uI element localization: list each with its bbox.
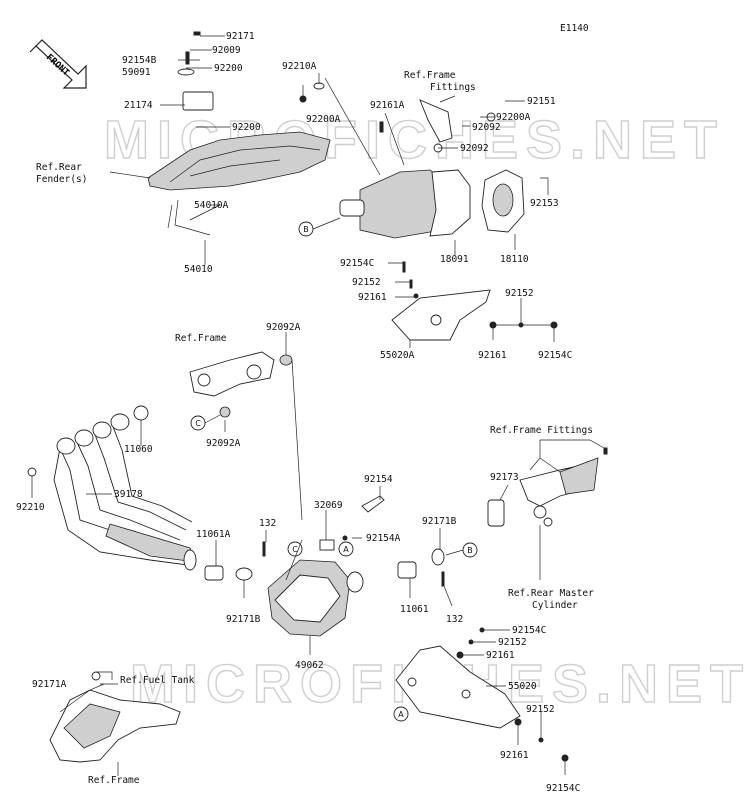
label-11060: 11060: [124, 444, 153, 455]
label-92171: 92171: [226, 31, 255, 42]
label-21174: 21174: [124, 100, 153, 111]
bracket-21174: [182, 91, 214, 111]
label-92154C-mid: 92154C: [538, 350, 572, 361]
label-92152-bottom: 92152: [498, 637, 527, 648]
label-92154C-bottom2: 92154C: [546, 783, 580, 794]
svg-text:A: A: [343, 545, 349, 554]
gasket-11061: [397, 561, 417, 579]
callout-C-low: [287, 541, 303, 557]
front-direction-arrow: FRONT: [29, 39, 87, 89]
label-ref-frame-bottom: Ref.Frame: [88, 775, 140, 786]
label-92154C-top: 92154C: [340, 258, 374, 269]
label-55020A: 55020A: [380, 350, 415, 361]
label-ref-rear-master-2: Cylinder: [532, 600, 578, 611]
label-92092A-top: 92092A: [266, 322, 301, 333]
label-18091: 18091: [440, 254, 469, 265]
rear-fender-assembly: [147, 31, 331, 236]
label-ref-rear-master-1: Ref.Rear Master: [508, 588, 594, 599]
exhaust-header-39178: [27, 405, 197, 571]
label-132-right: 132: [446, 614, 463, 625]
svg-text:C: C: [292, 545, 298, 554]
callout-A-bottom: [393, 706, 409, 722]
label-92154B: 92154B: [122, 55, 157, 66]
svg-text:A: A: [398, 710, 404, 719]
label-59091: 59091: [122, 67, 151, 78]
label-92171B-left: 92171B: [226, 614, 261, 625]
label-92200-mid: 92200: [232, 122, 261, 133]
label-92200A-right: 92200A: [496, 112, 531, 123]
muffler-cover-18091: [429, 169, 471, 237]
label-92210A: 92210A: [282, 61, 317, 72]
diagram-code: E1140: [560, 23, 589, 34]
nut-92210: [27, 467, 37, 477]
callout-A-low: [338, 541, 354, 557]
label-92153: 92153: [530, 198, 559, 209]
label-54010: 54010: [184, 264, 213, 275]
label-32069: 32069: [314, 500, 343, 511]
label-92161-top: 92161: [358, 292, 387, 303]
label-92161-mid: 92161: [478, 350, 507, 361]
label-92092A-bottom: 92092A: [206, 438, 241, 449]
label-55020: 55020: [508, 681, 537, 692]
label-18110: 18110: [500, 254, 529, 265]
label-ref-fuel-tank: Ref.Fuel Tank: [120, 675, 195, 686]
gasket-11061A: [204, 565, 224, 581]
label-92161-bottom: 92161: [486, 650, 515, 661]
label-11061A: 11061A: [196, 529, 231, 540]
label-132-left: 132: [259, 518, 276, 529]
svg-text:B: B: [467, 546, 473, 555]
label-92154A: 92154A: [366, 533, 401, 544]
label-92171B-right: 92171B: [422, 516, 457, 527]
label-92200A-left: 92200A: [306, 114, 341, 125]
master-cylinder-bracket: [487, 447, 608, 527]
label-92161A: 92161A: [370, 100, 405, 111]
label-92173: 92173: [490, 472, 519, 483]
pre-chamber-49062: [204, 495, 445, 637]
label-39178: 39178: [114, 489, 143, 500]
label-92151: 92151: [527, 96, 556, 107]
label-92152-right: 92152: [505, 288, 534, 299]
gasket-11060: [133, 405, 149, 421]
label-92210: 92210: [16, 502, 45, 513]
label-92009: 92009: [212, 45, 241, 56]
svg-text:B: B: [303, 225, 309, 234]
heat-shield-55020A: [391, 261, 558, 341]
frame-bracket-mid: [189, 351, 293, 418]
label-49062: 49062: [295, 660, 324, 671]
label-92154: 92154: [364, 474, 393, 485]
label-92154C-bottom: 92154C: [512, 625, 546, 636]
label-11061: 11061: [400, 604, 429, 615]
label-92152-bottom2: 92152: [526, 704, 555, 715]
muffler-assembly: [299, 82, 525, 239]
label-ref-rear-fender-1: Ref.Rear: [36, 162, 82, 173]
label-92161-bottom2: 92161: [500, 750, 529, 761]
label-92092-b: 92092: [460, 143, 489, 154]
label-54010A: 54010A: [194, 200, 229, 211]
label-92171A: 92171A: [32, 679, 67, 690]
label-ref-frame-mid: Ref.Frame: [175, 333, 227, 344]
label-92152-top: 92152: [352, 277, 381, 288]
label-92092-a: 92092: [472, 122, 501, 133]
label-ref-frame-fittings-top-2: Fittings: [430, 82, 476, 93]
label-ref-frame-fittings-top-1: Ref.Frame: [404, 70, 456, 81]
label-92200-top: 92200: [214, 63, 243, 74]
label-ref-frame-fittings-right: Ref.Frame Fittings: [490, 425, 593, 436]
svg-text:C: C: [195, 419, 201, 428]
frame-bottom-left: [49, 671, 181, 763]
label-ref-rear-fender-2: Fender(s): [36, 174, 87, 185]
